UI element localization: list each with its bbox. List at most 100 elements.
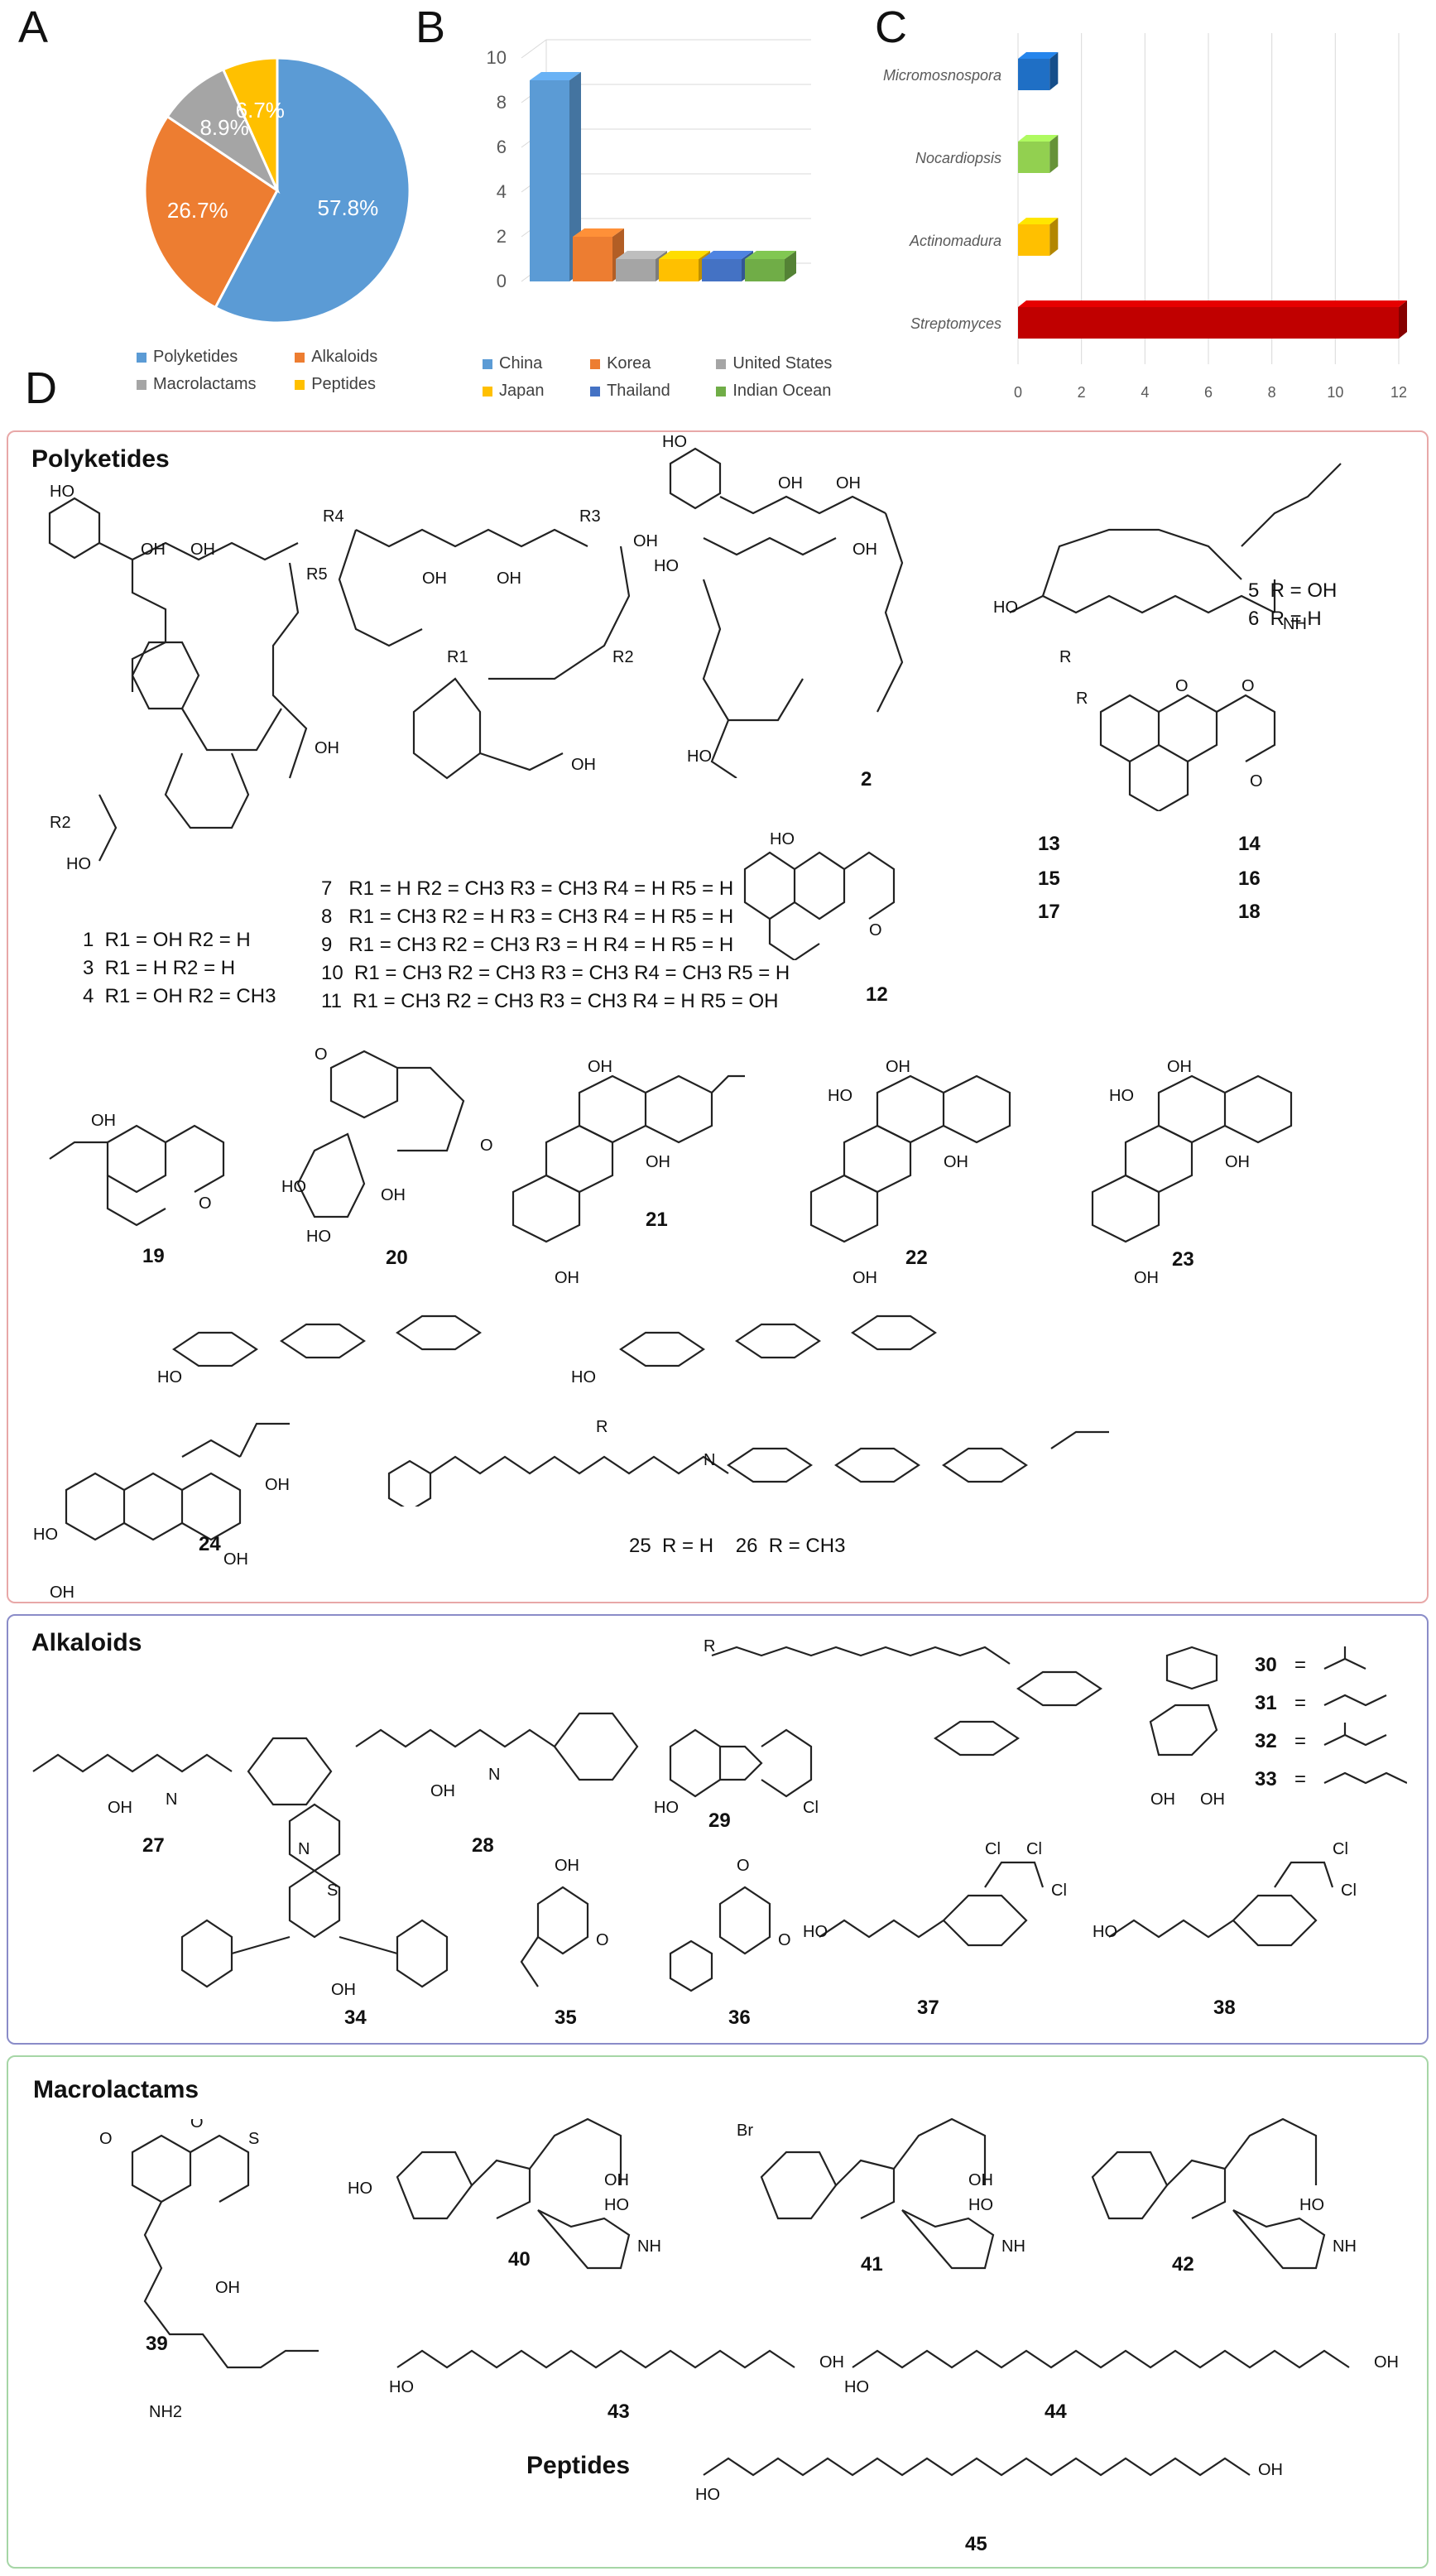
svg-text:HO: HO [828,1087,852,1105]
rgroup-6: 6 R = H [1248,608,1322,630]
x-tick-label: 10 [1327,384,1343,401]
svg-text:HO: HO [306,1228,331,1246]
compound-label-27: 27 [142,1834,165,1857]
rgroup-8: 8 R1 = CH3 R2 = H R3 = CH3 R4 = H R5 = H [321,906,734,928]
structure-19: OH O [49,1112,225,1227]
svg-text:R4: R4 [323,507,344,526]
svg-text:Br: Br [737,2122,753,2140]
rgroup-25-26: 25 R = H 26 R = CH3 [629,1535,846,1557]
bar-legend-item: China [483,354,575,373]
legend-swatch [137,352,146,363]
svg-text:HO: HO [1109,1087,1134,1105]
svg-text:HO: HO [33,1526,58,1544]
pie-data-label: 26.7% [167,198,228,223]
svg-text:OH: OH [190,541,215,559]
y-tick-label: 0 [497,271,507,291]
side-chains-30-33 [1323,1646,1407,1785]
compound-label-30: 30 [1255,1654,1277,1676]
svg-text:O: O [199,1194,212,1213]
bar-legend-item: United States [716,354,863,373]
compound-label-24: 24 [199,1533,221,1555]
compound-label-17: 17 [1038,901,1060,923]
svg-text:NH: NH [1283,615,1307,633]
legend-label: Alkaloids [311,348,378,366]
legend-swatch [590,386,601,396]
bar-side [1049,135,1059,173]
bar-top [745,251,796,259]
svg-text:OH: OH [497,570,521,588]
compound-label-2: 2 [861,768,872,791]
pie-data-label: 8.9% [199,115,248,140]
category-label: Nocardiopsis [915,150,1001,166]
svg-text:OH: OH [886,1060,910,1076]
legend-label: Peptides [311,375,377,393]
svg-text:NH: NH [1001,2237,1025,2256]
bar-side [569,72,581,281]
compound-label-29: 29 [708,1809,731,1832]
legend-swatch [483,386,492,396]
legend-swatch [295,352,305,363]
svg-text:HO: HO [66,855,91,873]
svg-text:OH: OH [646,1153,670,1171]
bar-side [1399,300,1407,339]
bar-front [1018,224,1050,256]
svg-text:HO: HO [968,2196,993,2214]
bar-top [530,72,581,80]
svg-text:HO: HO [695,2486,720,2504]
svg-text:O: O [480,1137,493,1155]
svg-text:HO: HO [604,2196,629,2214]
bar-front [1018,307,1399,339]
svg-text:R1: R1 [447,648,468,666]
svg-text:OH: OH [1225,1153,1250,1171]
svg-text:S: S [248,2130,259,2148]
svg-text:Cl: Cl [985,1840,1001,1858]
legend-label: Japan [499,382,545,400]
svg-text:OH: OH [778,474,803,493]
compound-label-31: 31 [1255,1692,1277,1714]
y-tick-label: 10 [487,47,507,68]
compound-label-43: 43 [608,2401,630,2423]
svg-text:HO: HO [803,1923,828,1941]
svg-text:OH: OH [555,1857,579,1875]
pie-slice [166,67,281,195]
bar-front [530,80,569,281]
bar-top [659,251,710,259]
svg-text:OH: OH [91,1112,116,1130]
legend-swatch [716,386,727,396]
structure-35: OHO [520,1857,609,1987]
svg-text:Cl: Cl [1341,1882,1357,1900]
bar-front [745,259,785,281]
svg-text:N: N [298,1840,310,1858]
structure-28: OHN [355,1712,639,1800]
polyketides-title: Polyketides [31,445,170,473]
compound-label-16: 16 [1238,867,1261,890]
y-tick-label: 6 [497,137,507,157]
svg-text:OH: OH [381,1186,406,1204]
pie-legend-item: Macrolactams [137,375,280,394]
bar-top [1018,300,1407,307]
svg-text:HO: HO [654,557,679,575]
svg-text:OH: OH [215,2279,240,2297]
bar-top [573,228,624,237]
svg-text:R2: R2 [50,814,71,832]
svg-text:O: O [190,2119,204,2131]
svg-text:HO: HO [348,2180,372,2198]
compound-label-20: 20 [386,1247,408,1269]
bar-front [616,259,656,281]
svg-text:HO: HO [571,1368,596,1387]
svg-text:HO: HO [157,1368,182,1387]
bar-legend-item: Indian Ocean [716,382,863,401]
svg-text:OH: OH [422,570,447,588]
rgroup-7: 7 R1 = H R2 = CH3 R3 = CH3 R4 = H R5 = H [321,877,734,900]
